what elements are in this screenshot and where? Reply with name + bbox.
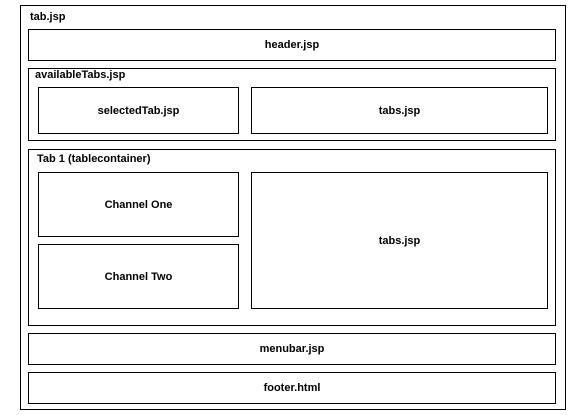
tab-container-tabs-jsp-box: tabs.jsp (251, 172, 548, 309)
menubar-jsp-box: menubar.jsp (28, 333, 556, 365)
channel-two-box: Channel Two (38, 244, 239, 309)
tab-jsp-label: tab.jsp (30, 11, 66, 23)
available-tabs-jsp-box: tabs.jsp (251, 87, 548, 134)
tab-container-label: Tab 1 (tablecontainer) (37, 153, 151, 165)
footer-html-box: footer.html (28, 372, 556, 404)
channel-one-box: Channel One (38, 172, 239, 237)
selected-tab-jsp-box: selectedTab.jsp (38, 87, 239, 134)
available-tabs-label: availableTabs.jsp (35, 69, 126, 81)
header-jsp-box: header.jsp (28, 29, 556, 61)
